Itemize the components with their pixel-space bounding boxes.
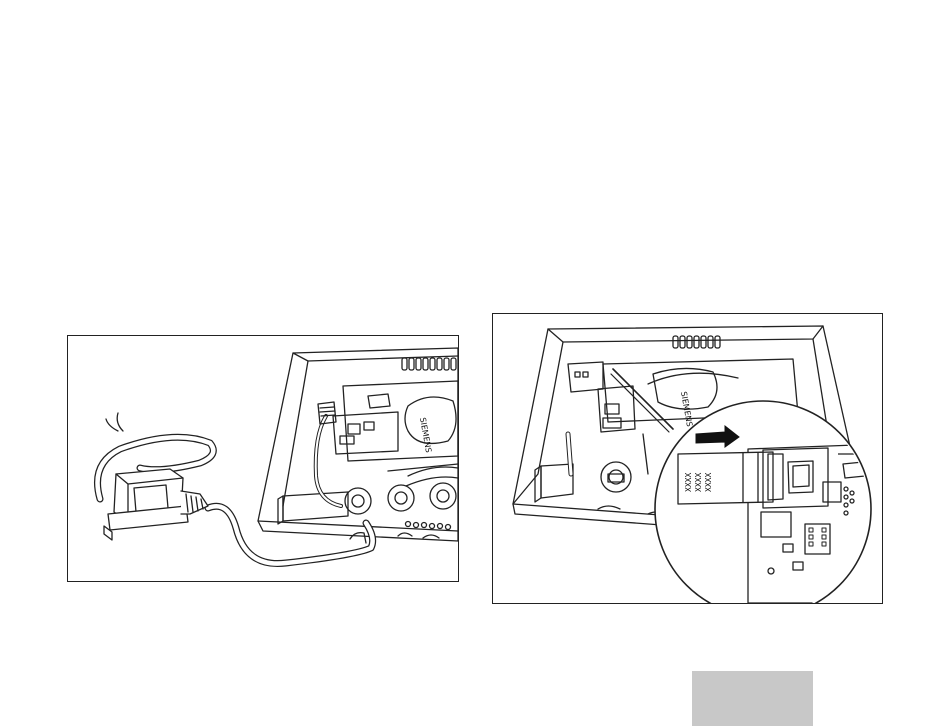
- housing-vents-top: [673, 336, 720, 348]
- sim-insertion-illustration: XXXX XXXX XXXX SIEMENS: [493, 314, 882, 603]
- sim-card-text-2: XXXX: [694, 473, 703, 492]
- sim-card-text-1: XXXX: [684, 473, 693, 492]
- board-brand-label: SIEMENS: [418, 417, 433, 454]
- page-tab-marker: [692, 671, 813, 726]
- sim-card-text-3: XXXX: [704, 473, 713, 492]
- housing-vents-top: [402, 358, 456, 370]
- power-supply-illustration: SIEMENS: [68, 336, 458, 581]
- figure-power-supply-connection: SIEMENS: [67, 335, 459, 582]
- circuit-board: [343, 381, 458, 461]
- figure-sim-card-insertion: XXXX XXXX XXXX SIEMENS: [492, 313, 883, 604]
- cable-glands: [345, 483, 456, 514]
- transformer: [104, 469, 208, 540]
